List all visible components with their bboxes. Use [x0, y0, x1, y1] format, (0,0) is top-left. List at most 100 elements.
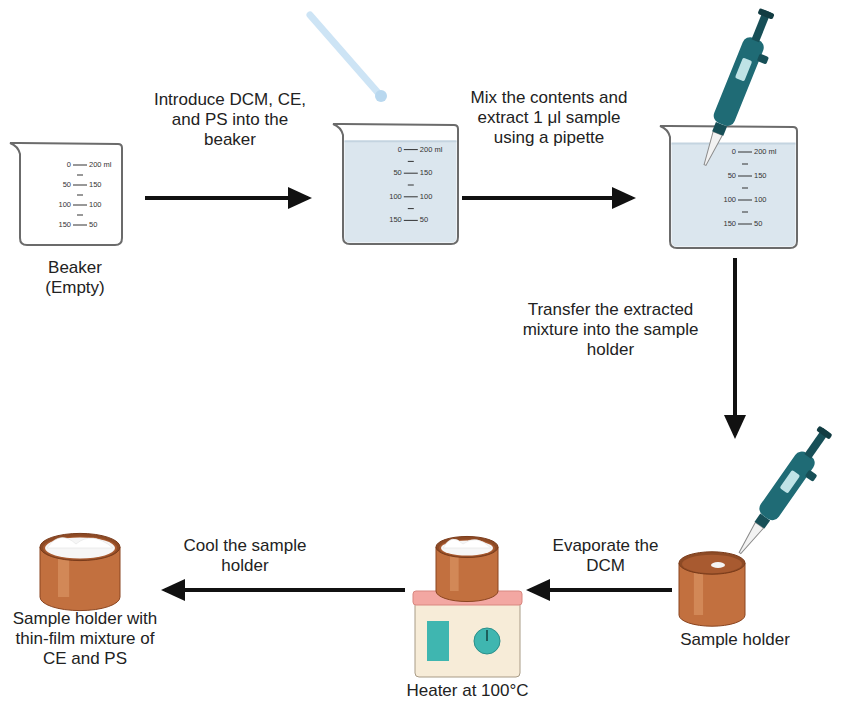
- graduation-line: [738, 176, 752, 177]
- stage-label: Heater at 100°C: [405, 681, 530, 701]
- graduation-line: [73, 165, 87, 166]
- graduation-number: 50: [754, 219, 788, 229]
- graduation-tick: [408, 208, 414, 209]
- stage-label: Sample holder: [672, 630, 798, 650]
- thin-film-lump: [443, 539, 491, 548]
- heater-stage: Heater at 100°C: [405, 535, 530, 705]
- stage-illustration: [308, 118, 462, 258]
- beaker-stage: 0200 ml5015010010015050: [308, 118, 462, 258]
- thin-film: [45, 537, 115, 558]
- pipette-tip: [700, 132, 722, 167]
- pipette-body: [711, 35, 766, 129]
- step-label: Transfer the extracted mixture into the …: [498, 300, 723, 360]
- pipette-button: [758, 8, 775, 20]
- graduation-number: 150: [372, 215, 402, 225]
- pipette-display: [779, 470, 800, 494]
- heater-knob: [474, 628, 500, 654]
- graduation-line: [738, 152, 752, 153]
- graduation-line: [73, 225, 87, 226]
- holder-rim: [40, 533, 120, 560]
- sample-holder-stage: Sample holder: [672, 435, 802, 655]
- graduation-tick: [742, 212, 748, 213]
- beaker-outline: [10, 143, 122, 245]
- graduation-tick: [408, 161, 414, 162]
- pipette-hook: [805, 470, 818, 482]
- knob-indicator: [486, 630, 488, 641]
- graduation-tick: [408, 185, 414, 186]
- flow-arrow: [733, 258, 737, 435]
- pipette-hook: [757, 53, 769, 64]
- step-label: Mix the contents and extract 1 μl sample…: [463, 88, 635, 148]
- step-label: Evaporate the DCM: [548, 536, 663, 576]
- graduation-number: 100: [89, 200, 123, 210]
- graduation-number: 0: [706, 147, 736, 157]
- holder-inside: [682, 555, 742, 573]
- graduation-line: [404, 173, 418, 174]
- graduation-number: 50: [89, 220, 123, 230]
- graduation-number: 200 ml: [754, 147, 788, 157]
- graduation-tick: [77, 195, 83, 196]
- pipette: [731, 424, 841, 564]
- beaker-stage: 0 200 ml 50 150 100 100 150 50Beaker (Empty): [5, 140, 145, 305]
- graduation-number: 150: [754, 171, 788, 181]
- stage-illustration: [405, 535, 530, 705]
- glass-rod: [310, 15, 380, 95]
- sample-drop: [711, 562, 725, 568]
- pipette-button: [816, 426, 833, 440]
- graduation-number: 150: [706, 219, 736, 229]
- holder-inside: [43, 536, 117, 559]
- pipette-tip: [736, 522, 764, 556]
- graduation-number: 50: [41, 180, 71, 190]
- stage-label: Beaker (Empty): [30, 258, 120, 298]
- stage-label: Sample holder with thin-film mixture of …: [5, 609, 165, 669]
- beaker-stage: 0 200 ml 50 150 100 100 150 50: [632, 118, 810, 258]
- liquid-surface: [672, 143, 796, 145]
- flow-arrow: [462, 196, 632, 200]
- graduation-line: [73, 185, 87, 186]
- graduation-number: 50: [372, 168, 402, 178]
- graduation-number: 150: [420, 168, 454, 178]
- liquid: [672, 144, 796, 247]
- graduation-number: 100: [706, 195, 736, 205]
- flow-arrow: [530, 588, 672, 592]
- holder-rim: [679, 552, 745, 574]
- graduation-number: 0: [372, 145, 402, 155]
- graduation-number: 150: [89, 180, 123, 190]
- glass-rod-tip: [375, 90, 387, 102]
- heater-display: [427, 621, 449, 661]
- graduation-tick: [742, 188, 748, 189]
- step-label: Cool the sample holder: [170, 536, 320, 576]
- liquid-surface: [345, 140, 457, 142]
- graduation-tick: [742, 164, 748, 165]
- graduation-number: 200 ml: [420, 145, 454, 155]
- holder-inside: [439, 539, 495, 556]
- graduation-tick: [77, 215, 83, 216]
- flow-arrow: [165, 588, 405, 592]
- pipette-display: [735, 57, 753, 81]
- thin-film-lump: [47, 538, 113, 548]
- liquid: [345, 141, 457, 242]
- graduation-tick: [77, 175, 83, 176]
- graduation-line: [738, 224, 752, 225]
- graduation-number: 100: [754, 195, 788, 205]
- graduation-number: 150: [41, 220, 71, 230]
- graduation-line: [738, 200, 752, 201]
- flow-arrow: [145, 196, 308, 200]
- holder-rim: [436, 536, 498, 557]
- graduation-number: 50: [706, 171, 736, 181]
- step-label: Introduce DCM, CE, and PS into the beake…: [150, 90, 310, 150]
- graduation-line: [73, 205, 87, 206]
- graduation-number: 200 ml: [89, 160, 123, 170]
- stage-illustration: [632, 118, 810, 258]
- graduation-line: [404, 220, 418, 221]
- graduation-number: 100: [372, 192, 402, 202]
- graduation-number: 50: [420, 215, 454, 225]
- pipette-body: [756, 448, 818, 523]
- heater-base: [415, 599, 520, 677]
- sample-holder-stage: Sample holder with thin-film mixture of …: [5, 535, 165, 673]
- graduation-number: 100: [41, 200, 71, 210]
- beaker-outline: [333, 124, 458, 244]
- graduation-number: 0: [41, 160, 71, 170]
- graduation-line: [404, 196, 418, 197]
